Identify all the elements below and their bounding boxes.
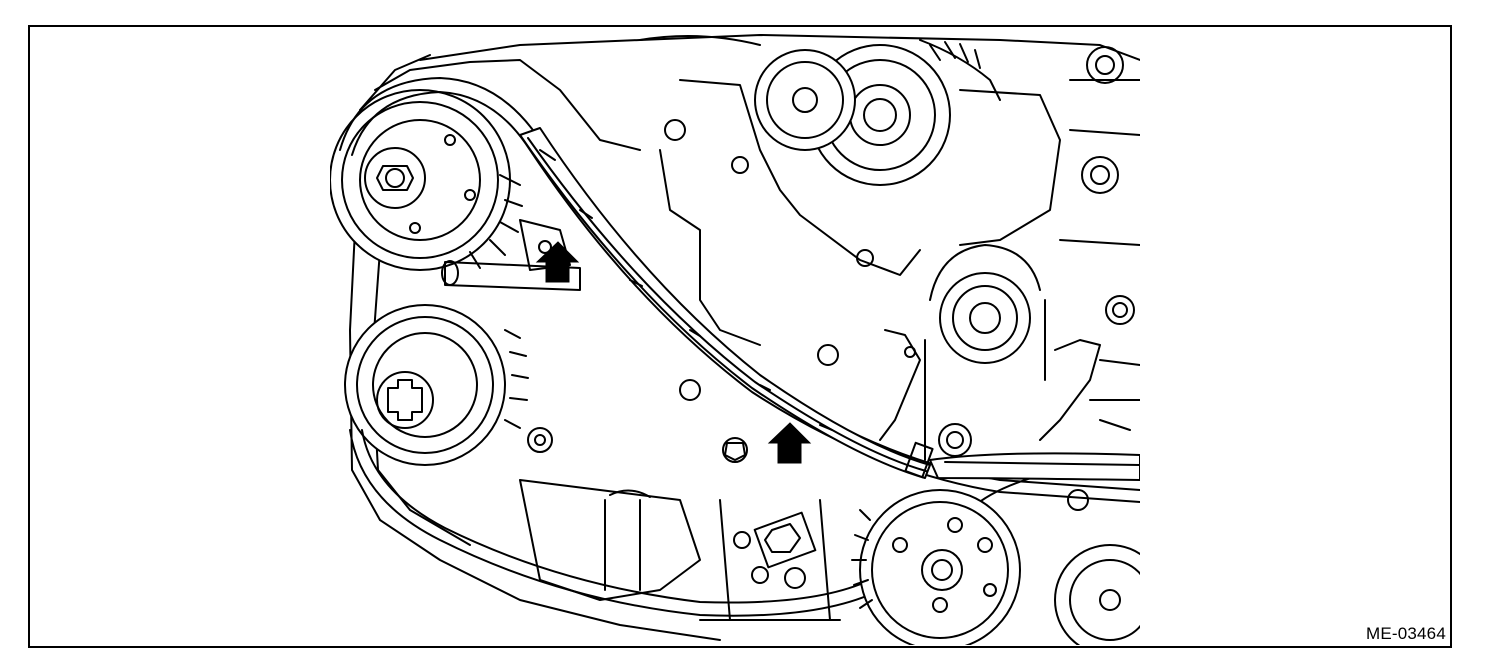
casing-bolts [527, 46, 1135, 511]
upper-arrow [535, 241, 580, 283]
oil-pump-housing [519, 479, 701, 601]
lower-cam-sprocket [344, 304, 529, 466]
crank-sprocket [851, 489, 1021, 645]
engine-casing-outline [349, 34, 1140, 641]
figure-id-label: ME-03464 [1365, 624, 1446, 643]
idler-pulley-small [754, 49, 856, 151]
tensioner-pulley [924, 244, 1046, 461]
lower-arrow [767, 422, 812, 464]
lower-right-sprocket [1054, 544, 1140, 645]
chain-guide [519, 127, 934, 479]
idler-shaft [444, 261, 581, 291]
cover-gasket-outline [659, 79, 1140, 346]
upper-cam-sprocket [330, 89, 523, 271]
chain-tensioner-lever [929, 423, 1140, 481]
